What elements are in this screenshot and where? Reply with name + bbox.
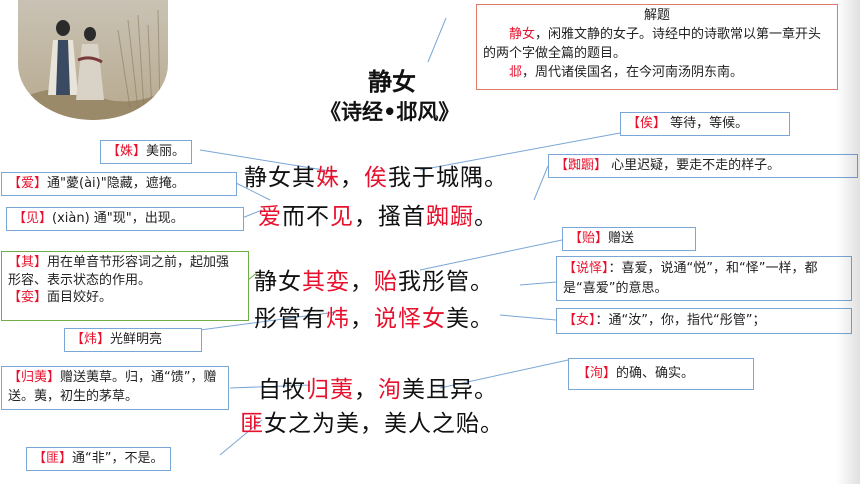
poem-highlight-si: 俟 xyxy=(364,165,388,191)
note-jian: 【见】(xiàn) 通"现"，出现。 xyxy=(6,207,244,231)
poem-highlight-shu: 姝 xyxy=(316,165,340,191)
poem-highlight-fei: 匪 xyxy=(240,411,264,437)
note-yueyi: 【说怿】：喜爱，说通“悦”，和“怿”一样，都是“喜爱”的意思。 xyxy=(556,256,852,301)
note-text: ：通“汝”，你，指代“彤管”； xyxy=(595,313,766,328)
explanation-line-2: 邶，周代诸侯国名，在今河南汤阴东南。 xyxy=(483,64,831,83)
explanation-term-bei: 邶 xyxy=(509,64,523,80)
note-fei: 【匪】通“非”，不是。 xyxy=(26,447,171,471)
note-chichu: 【踟蹰】 心里迟疑，要走不走的样子。 xyxy=(548,154,858,178)
poem-text: 自牧 xyxy=(258,377,306,403)
note-text: 等待，等候。 xyxy=(666,116,749,131)
note-xun: 【洵】的确、确实。 xyxy=(568,358,754,390)
explanation-heading: 解题 xyxy=(643,8,670,23)
poem-highlight-yueyi: 说怿 xyxy=(374,306,422,332)
poem-text: ， xyxy=(350,306,374,332)
poem-text: 静女其 xyxy=(244,165,316,191)
poem-text: 美。 xyxy=(446,306,494,332)
explanation-text-2: ，周代诸侯国名，在今河南汤阴东南。 xyxy=(522,64,744,80)
note-key: 【说怿】 xyxy=(563,261,609,276)
poem-text: 我于城隅。 xyxy=(388,165,508,191)
explanation-term-jingnv: 静女 xyxy=(509,26,536,42)
note-key: 【炜】 xyxy=(71,332,111,347)
poem-highlight-ru: 女 xyxy=(422,306,446,332)
poem-text: 彤管有 xyxy=(254,306,326,332)
poem-line-6: 匪女之为美，美人之贻。 xyxy=(240,404,504,438)
note-text: 赠送 xyxy=(608,231,635,246)
poem-text: ，搔首 xyxy=(354,204,426,230)
note-key: 【俟】 xyxy=(627,116,667,131)
poem-highlight-qiluan: 其娈 xyxy=(302,269,350,295)
note-text: 面目姣好。 xyxy=(47,290,113,306)
note-text: (xiàn) 通"现"，出现。 xyxy=(52,211,184,226)
poem-highlight-xun: 洵 xyxy=(378,377,402,403)
poem-line-3: 静女其娈，贻我彤管。 xyxy=(254,262,494,296)
note-text: 的确、确实。 xyxy=(616,366,695,381)
poem-source: 《诗经•邶风》 xyxy=(320,99,460,124)
poem-highlight-guiti: 归荑 xyxy=(306,377,354,403)
illustration-painting xyxy=(18,0,168,120)
poem-text: ， xyxy=(350,269,374,295)
poem-highlight-jian: 见 xyxy=(330,204,354,230)
poem-text: ， xyxy=(340,165,364,191)
note-text: 用在单音节形容词之前，起加强形容、表示状态的作用。 xyxy=(8,255,230,288)
poem-line-1: 静女其姝，俟我于城隅。 xyxy=(244,158,508,192)
note-key: 【归荑】 xyxy=(8,370,61,385)
note-shu: 【姝】美丽。 xyxy=(100,140,193,164)
explanation-text-1: ，闲雅文静的女子。诗经中的诗歌常以第一章开头的两个字做全篇的题目。 xyxy=(483,26,822,61)
poem-line-2: 爱而不见，搔首踟蹰。 xyxy=(258,197,498,231)
note-key: 【其】 xyxy=(8,255,48,270)
note-key: 【娈】 xyxy=(8,290,48,306)
note-key: 【爱】 xyxy=(8,176,48,191)
note-key: 【见】 xyxy=(13,211,53,226)
poem-line-4: 彤管有炜，说怿女美。 xyxy=(254,299,494,333)
poem-highlight-yi: 贻 xyxy=(374,269,398,295)
note-key: 【姝】 xyxy=(107,144,147,159)
note-key: 【洵】 xyxy=(577,366,617,381)
poem-text: 我彤管。 xyxy=(398,269,494,295)
note-key: 【女】 xyxy=(563,313,596,328)
note-qi-luan: 【其】用在单音节形容词之前，起加强形容、表示状态的作用。 【娈】面目姣好。 xyxy=(1,251,249,321)
note-text: 光鲜明亮 xyxy=(110,332,163,347)
poem-text: 美且异。 xyxy=(402,377,498,403)
poem-title: 静女 xyxy=(368,67,416,96)
title-explanation-box: 解题 静女，闲雅文静的女子。诗经中的诗歌常以第一章开头的两个字做全篇的题目。 邶… xyxy=(476,4,838,90)
note-text: 赠送荑草。归，通“馈”，赠送。荑，初生的茅草。 xyxy=(8,370,217,404)
note-key: 【匪】 xyxy=(33,451,73,466)
note-text: 美丽。 xyxy=(146,144,186,159)
note-yi: 【贻】赠送 xyxy=(562,227,696,251)
note-key: 【踟蹰】 xyxy=(555,158,608,173)
poem-text: 静女 xyxy=(254,269,302,295)
poem-text: 。 xyxy=(474,204,498,230)
note-text: ：喜爱，说通“悦”，和“怿”一样，都是“喜爱”的意思。 xyxy=(563,261,818,296)
note-text: 通"薆(ài)"隐藏，遮掩。 xyxy=(47,176,185,191)
note-ru: 【女】：通“汝”，你，指代“彤管”； xyxy=(556,308,852,334)
poem-highlight-chichu: 踟蹰 xyxy=(426,204,474,230)
poem-text: 而不 xyxy=(282,204,330,230)
note-text: 心里迟疑，要走不走的样子。 xyxy=(607,158,781,173)
note-si: 【俟】 等待，等候。 xyxy=(620,112,790,136)
poem-line-5: 自牧归荑，洵美且异。 xyxy=(258,370,498,404)
poem-text: ， xyxy=(354,377,378,403)
page-edge-shadow xyxy=(836,0,860,484)
note-text: 通“非”，不是。 xyxy=(72,451,164,466)
poem-highlight-ai: 爱 xyxy=(258,204,282,230)
poem-text: 女之为美，美人之贻。 xyxy=(264,411,504,437)
explanation-line-1: 静女，闲雅文静的女子。诗经中的诗歌常以第一章开头的两个字做全篇的题目。 xyxy=(483,26,831,64)
note-guiti: 【归荑】赠送荑草。归，通“馈”，赠送。荑，初生的茅草。 xyxy=(1,366,229,410)
note-key: 【贻】 xyxy=(569,231,609,246)
poem-highlight-wei: 炜 xyxy=(326,306,350,332)
note-wei: 【炜】光鲜明亮 xyxy=(64,328,202,352)
note-ai: 【爱】通"薆(ài)"隐藏，遮掩。 xyxy=(1,172,237,196)
